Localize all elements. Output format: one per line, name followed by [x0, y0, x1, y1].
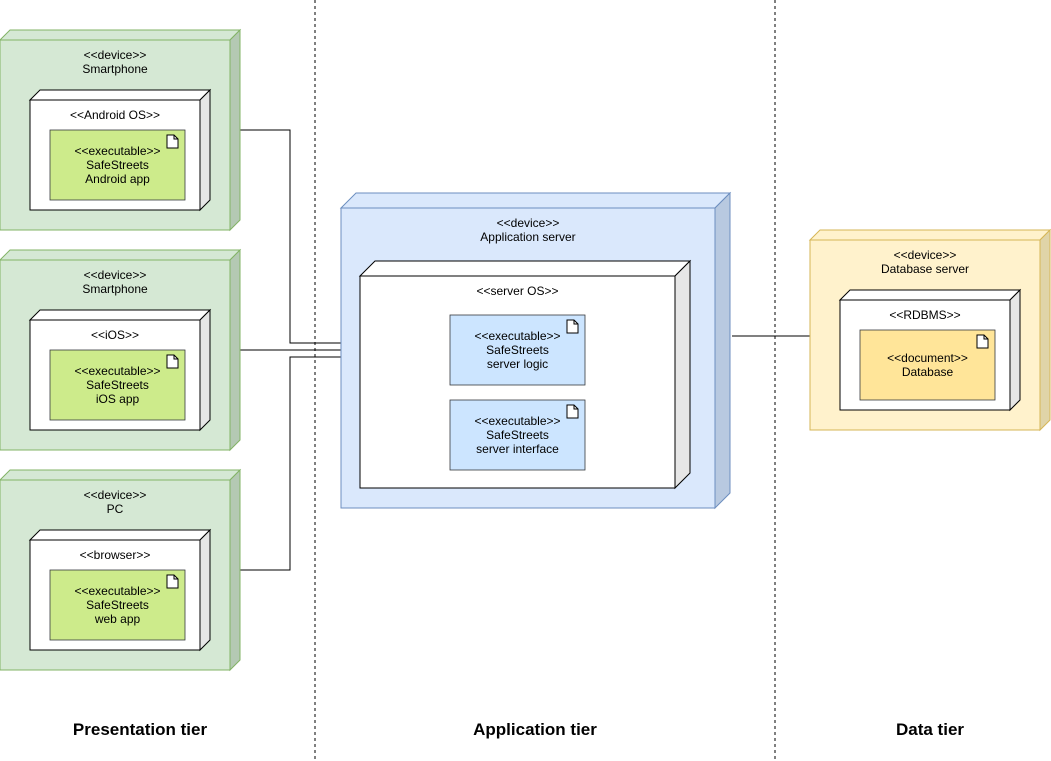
document-icon [566, 319, 579, 334]
artifact-label-server-logic: <<executable>> SafeStreets server logic [450, 329, 585, 371]
device-label-pc: <<device>> PC [0, 488, 230, 516]
device-name: Database server [880, 262, 970, 276]
artifact-name: Database [901, 365, 954, 379]
artifact-label-ios-app: <<executable>> SafeStreets iOS app [50, 364, 185, 406]
artifact-name-line2: server logic [486, 357, 549, 371]
artifact-name-line1: SafeStreets [86, 378, 149, 392]
env-stereotype: <<browser>> [79, 548, 151, 562]
device-name: Smartphone [82, 62, 148, 76]
artifact-database [859, 329, 996, 401]
artifact-name-line2: server interface [476, 442, 559, 456]
artifact-label-server-interface: <<executable>> SafeStreets server interf… [450, 414, 585, 456]
artifact-stereotype: <<executable>> [74, 584, 161, 598]
document-icon [166, 574, 179, 589]
artifact-stereotype: <<executable>> [74, 364, 161, 378]
artifact-name-line2: iOS app [95, 392, 140, 406]
artifact-label-web-app: <<executable>> SafeStreets web app [50, 584, 185, 626]
artifact-label-android-app: <<executable>> SafeStreets Android app [50, 144, 185, 186]
artifact-ios-app [49, 349, 186, 421]
device-label-database-server: <<device>> Database server [810, 248, 1040, 276]
device-stereotype: <<device>> [83, 488, 147, 502]
artifact-name-line1: SafeStreets [486, 343, 549, 357]
env-label-rdbms: <<RDBMS>> [840, 308, 1010, 322]
env-stereotype: <<RDBMS>> [889, 308, 961, 322]
device-name: PC [106, 502, 124, 516]
device-label-smartphone-ios: <<device>> Smartphone [0, 268, 230, 296]
env-label-ios: <<iOS>> [30, 328, 200, 342]
env-stereotype: <<server OS>> [476, 284, 559, 298]
artifact-name-line1: SafeStreets [86, 158, 149, 172]
artifact-android-app [49, 129, 186, 201]
artifact-server-interface [449, 399, 586, 471]
device-label-smartphone-android: <<device>> Smartphone [0, 48, 230, 76]
device-stereotype: <<device>> [496, 216, 560, 230]
artifact-web-app [49, 569, 186, 641]
connector-android-server [240, 129, 342, 344]
artifact-name-line2: web app [94, 612, 141, 626]
device-label-application-server: <<device>> Application server [341, 216, 715, 244]
tier-title-data: Data tier [895, 720, 965, 739]
document-icon [166, 354, 179, 369]
env-label-server-os: <<server OS>> [360, 284, 675, 298]
env-stereotype: <<Android OS>> [69, 108, 161, 122]
document-icon [566, 404, 579, 419]
device-stereotype: <<device>> [893, 248, 957, 262]
artifact-name-line1: SafeStreets [486, 428, 549, 442]
env-stereotype: <<iOS>> [90, 328, 140, 342]
artifact-label-database: <<document>> Database [860, 351, 995, 379]
artifact-stereotype: <<executable>> [474, 414, 561, 428]
document-icon [976, 334, 989, 349]
artifact-name-line2: Android app [85, 172, 150, 186]
artifact-server-logic [449, 314, 586, 386]
tier-title-presentation: Presentation tier [72, 720, 208, 739]
artifact-stereotype: <<executable>> [474, 329, 561, 343]
device-name: Application server [480, 230, 576, 244]
tier-title-application: Application tier [473, 720, 597, 739]
env-label-android-os: <<Android OS>> [30, 108, 200, 122]
device-name: Smartphone [82, 282, 148, 296]
artifact-name-line1: SafeStreets [86, 598, 149, 612]
artifact-stereotype: <<executable>> [74, 144, 161, 158]
artifact-stereotype: <<document>> [887, 351, 968, 365]
env-label-browser: <<browser>> [30, 548, 200, 562]
document-icon [166, 134, 179, 149]
device-stereotype: <<device>> [83, 48, 147, 62]
connector-web-server [240, 356, 342, 571]
device-stereotype: <<device>> [83, 268, 147, 282]
